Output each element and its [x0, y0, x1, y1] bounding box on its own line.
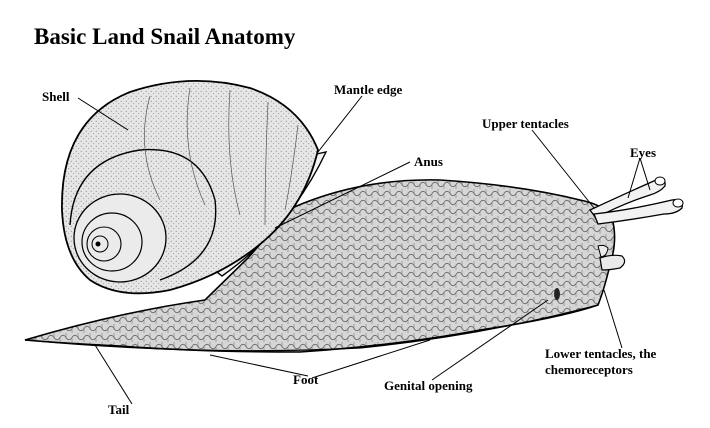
label-genital-opening: Genital opening: [384, 378, 473, 393]
genital-opening-mark: [554, 288, 560, 300]
label-tail: Tail: [108, 402, 130, 417]
label-eyes: Eyes: [630, 145, 656, 160]
label-lower-tentacles-line1: Lower tentacles, the: [545, 346, 657, 361]
upper-tentacles: [588, 176, 684, 225]
label-upper-tentacles: Upper tentacles: [482, 116, 569, 131]
lower-tentacles: [597, 244, 626, 271]
label-foot: Foot: [293, 372, 319, 387]
snail-shell: [61, 80, 319, 295]
label-shell: Shell: [42, 89, 70, 104]
leader-lines: [77, 95, 651, 405]
label-lower-tentacles-line2: chemoreceptors: [545, 362, 633, 377]
diagram-title: Basic Land Snail Anatomy: [34, 24, 296, 49]
label-anus: Anus: [414, 154, 443, 169]
label-mantle-edge: Mantle edge: [334, 82, 403, 97]
